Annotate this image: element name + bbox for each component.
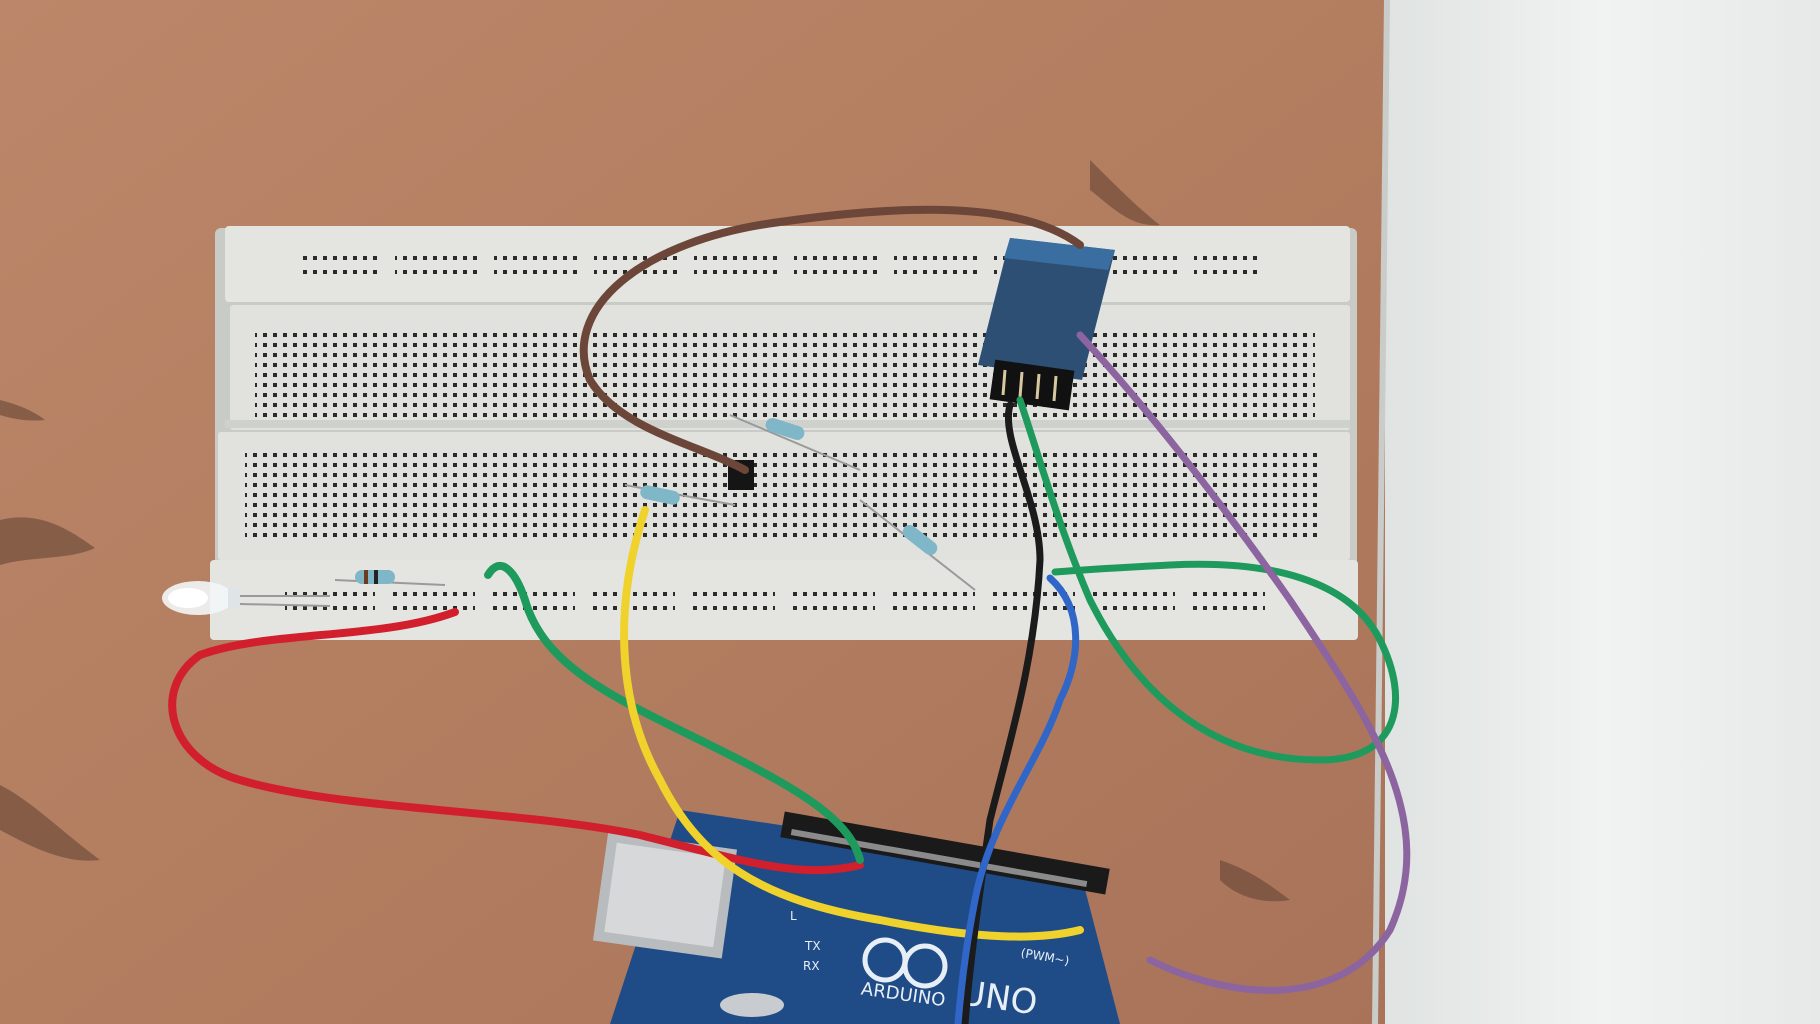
resistor-1 (334, 570, 446, 586)
bluetooth-module (978, 238, 1115, 411)
top-rail-holes (300, 250, 1260, 278)
blue-wire (954, 574, 1080, 1024)
rx-label: RX (803, 959, 820, 973)
wall-edge (1372, 0, 1390, 1024)
table-stains (0, 160, 1290, 902)
resistor-4 (859, 499, 976, 591)
green-wire-right (1016, 396, 1400, 764)
lower-terminal-holes (245, 452, 1320, 540)
purple-wire (1076, 331, 1411, 994)
upper-terminal-holes (255, 330, 1315, 420)
tx-label: TX (804, 939, 821, 953)
resistor-3 (624, 484, 736, 506)
yellow-wire (620, 506, 1084, 941)
green-wire-left (484, 561, 864, 864)
resistor-2 (729, 414, 861, 471)
crystal (720, 993, 784, 1017)
l-label: L (790, 909, 797, 923)
brown-wire (579, 205, 1084, 474)
black-wire (961, 401, 1044, 1024)
white-wall (1385, 0, 1820, 1024)
led (162, 581, 331, 615)
